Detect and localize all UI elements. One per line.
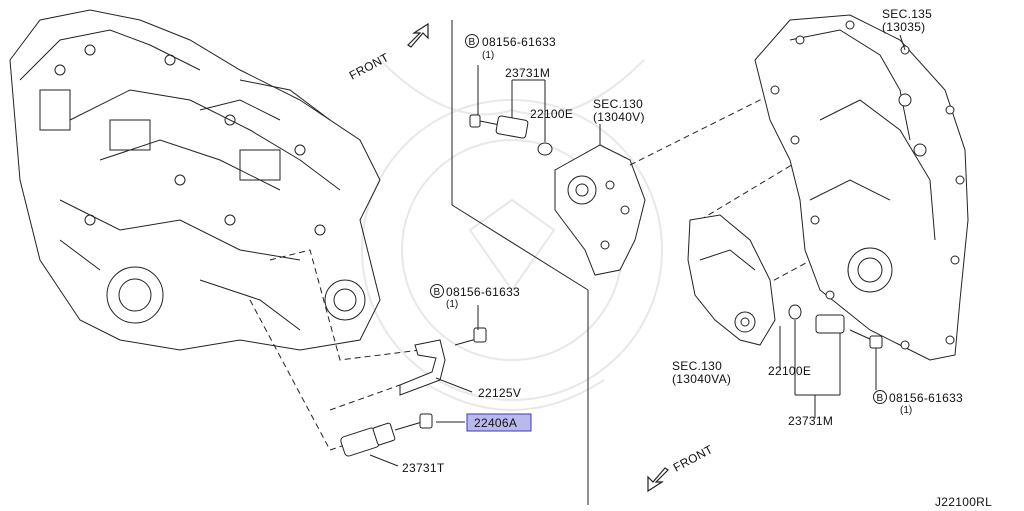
front-arrow-bottom-icon [647, 467, 669, 493]
label-sec130-top-code: (13040V) [593, 110, 645, 124]
bolt-qty: (1) [446, 299, 458, 310]
label-22100E-low: 22100E [768, 364, 811, 378]
label-sec130-low-code: (13040VA) [672, 372, 731, 386]
section-dividers [451, 20, 589, 505]
callout-leaders-top [477, 65, 601, 150]
b-circle-icon [430, 284, 444, 298]
callout-leaders-left [369, 305, 479, 467]
diagram-code: J22100RL [935, 495, 992, 509]
label-23731T: 23731T [402, 461, 445, 475]
front-cover-sec135 [754, 14, 969, 361]
bolt-qty: (1) [482, 50, 494, 61]
leader-sec135 [899, 34, 906, 51]
engine-block-drawing [9, 9, 381, 351]
highlight-22406A [466, 413, 532, 432]
label-sec130-top: SEC.130 [593, 97, 643, 111]
label-22100E-top: 22100E [530, 107, 573, 121]
label-sec135: SEC.135 [882, 7, 932, 21]
sensor-23731M-top [469, 114, 553, 156]
b-letter: B [434, 287, 441, 298]
b-letter: B [877, 393, 884, 404]
front-label-top: FRONT [347, 50, 392, 83]
bolt-part-no: 08156-61633 [446, 285, 520, 299]
label-sec135-code: (13035) [882, 20, 925, 34]
b-letter: B [469, 37, 476, 48]
sensor-23731M-lower [788, 304, 883, 349]
bolt-part-no: 08156-61633 [482, 35, 556, 49]
timing-cover-sec130-top [554, 144, 646, 276]
bolt-callout-right: B 08156-61633 (1) [873, 390, 963, 416]
leader-lines-left [249, 249, 421, 451]
label-23731M-top: 23731M [505, 66, 550, 80]
bolt-callout-mid: B 08156-61633 (1) [430, 284, 520, 310]
bolt-callout-top: B 08156-61633 (1) [465, 34, 556, 61]
bolt-part-no: 08156-61633 [889, 391, 963, 405]
label-sec130-low: SEC.130 [672, 359, 722, 373]
timing-cover-sec130-lower [687, 214, 776, 346]
label-22406A[interactable]: 22406A [474, 416, 517, 430]
front-label-bottom: FRONT [671, 442, 716, 475]
bracket-22125V [399, 339, 446, 396]
b-circle-icon [873, 390, 887, 404]
sensor-23731T [340, 413, 433, 457]
front-arrow-top-icon [407, 22, 429, 48]
label-22125V: 22125V [478, 386, 521, 400]
bolt-qty: (1) [900, 405, 912, 416]
bolt-left [454, 327, 487, 346]
callout-leaders-right [779, 320, 877, 418]
label-23731M-low: 23731M [788, 414, 833, 428]
b-circle-icon [465, 34, 479, 48]
